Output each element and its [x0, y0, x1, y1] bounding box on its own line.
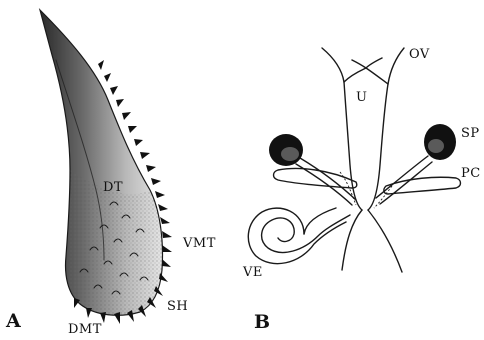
- panel-letter-b: B: [254, 311, 270, 333]
- spine: [114, 312, 120, 324]
- label-u: U: [356, 90, 367, 105]
- oviduct-fork: [344, 68, 388, 84]
- spine: [86, 308, 92, 318]
- spine: [158, 204, 168, 211]
- spine: [128, 126, 137, 133]
- spine: [162, 245, 172, 252]
- spine: [122, 112, 131, 120]
- panel-b-drawing: [248, 48, 460, 272]
- spine: [162, 259, 171, 267]
- spermatheca-duct-right-inner: [380, 162, 432, 204]
- label-sh: SH: [167, 299, 188, 314]
- spine: [151, 178, 161, 185]
- spine: [116, 99, 124, 107]
- gland-left: [274, 169, 357, 189]
- panel-letter-a: A: [5, 310, 21, 332]
- vesicle-coil-outer: [248, 208, 346, 264]
- spine: [134, 139, 143, 146]
- spine: [140, 152, 150, 159]
- label-dt: DT: [103, 180, 123, 195]
- panel-a-drawing: [40, 10, 172, 324]
- spine: [162, 231, 172, 238]
- spine: [104, 73, 111, 82]
- label-ov: OV: [409, 47, 430, 62]
- spine: [110, 86, 118, 95]
- label-ve: VE: [242, 265, 263, 280]
- spine: [160, 217, 170, 224]
- spine: [155, 191, 165, 198]
- label-dmt: DMT: [68, 322, 102, 337]
- vesicle-coil: [262, 215, 350, 252]
- spermatheca-highlight-left: [281, 147, 299, 161]
- vagina-right: [368, 210, 402, 272]
- spermatheca-highlight-right: [428, 139, 444, 153]
- spine: [146, 165, 156, 172]
- label-sp: SP: [461, 126, 480, 141]
- vagina-left: [342, 210, 362, 270]
- label-pc: PC: [461, 166, 481, 181]
- spine: [98, 60, 104, 70]
- label-vmt: VMT: [182, 236, 216, 251]
- oviduct-right: [388, 48, 404, 84]
- oviduct-left: [322, 48, 344, 82]
- oviduct-inner: [352, 58, 382, 68]
